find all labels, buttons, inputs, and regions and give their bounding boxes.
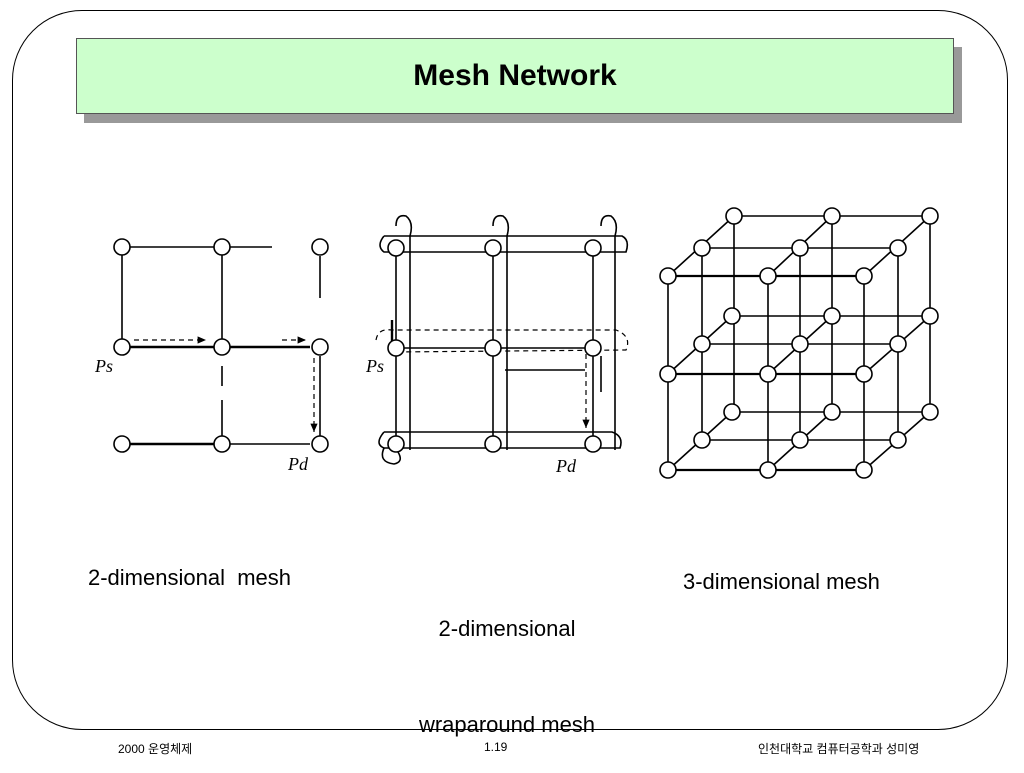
wraparound-caption: 2-dimensional wraparound mesh [402,549,612,773]
title-box: Mesh Network [76,38,954,114]
mesh-2d-diagram [113,238,329,453]
mesh-3d-caption: 3-dimensional mesh [683,569,880,594]
wraparound-dest-label: Pd [555,456,577,476]
footer-page-number: 1.19 [484,740,508,754]
footer-course: 2000 운영체제 [118,742,193,756]
mesh-2d-source-label: Ps [94,356,113,376]
mesh-3d-diagram [659,207,939,479]
wraparound-source-label: Ps [365,356,384,376]
mesh-2d-caption: 2-dimensional mesh [88,565,291,590]
footer-author: 인천대학교 컴퓨터공학과 성미영 [758,742,920,756]
wraparound-caption-line2: wraparound mesh [418,712,596,737]
wraparound-caption-line1: 2-dimensional [438,616,576,641]
mesh-2d-dest-label: Pd [287,454,309,474]
slide-title: Mesh Network [413,59,617,92]
slide-frame [12,10,1008,730]
wraparound-mesh-diagram [375,214,629,465]
